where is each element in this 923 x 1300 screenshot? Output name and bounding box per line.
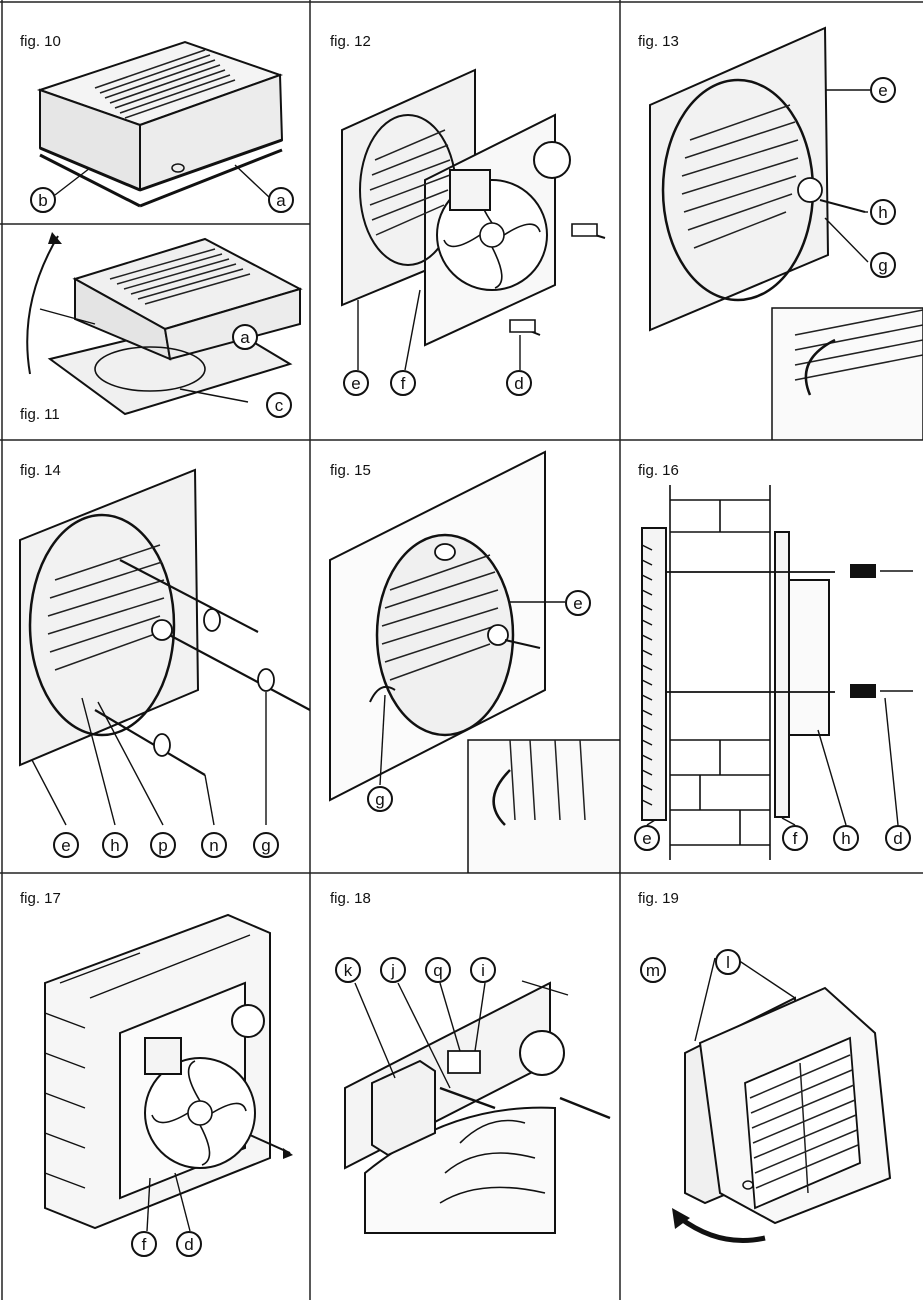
callout-a: a: [268, 187, 294, 213]
callout-m: m: [640, 957, 666, 983]
figure-14: fig. 14: [0, 440, 310, 873]
callout-d: d: [176, 1231, 202, 1257]
callout-d: d: [506, 370, 532, 396]
callout-b: b: [30, 187, 56, 213]
figure-15: fig. 15: [310, 440, 620, 873]
figure-title: fig. 13: [638, 33, 679, 50]
callout-e: e: [870, 77, 896, 103]
callout-e: e: [634, 825, 660, 851]
fan-in-wall-drawing: [0, 873, 293, 1300]
figure-18: fig. 18 k j: [310, 873, 620, 1300]
cover-closing-drawing: [672, 873, 923, 1300]
callout-e: e: [565, 590, 591, 616]
callout-d: d: [885, 825, 911, 851]
callout-e: e: [343, 370, 369, 396]
callout-h: h: [870, 199, 896, 225]
callout-e: e: [53, 832, 79, 858]
callout-a: a: [232, 324, 258, 350]
callout-p: p: [150, 832, 176, 858]
fan-housing-drawing: [0, 0, 310, 224]
callout-i: i: [470, 957, 496, 983]
callout-k: k: [335, 957, 361, 983]
grille-fixing-rods-drawing: [0, 440, 310, 873]
figure-16: fig. 16: [620, 440, 923, 873]
figure-title: fig. 15: [330, 462, 371, 479]
callout-n: n: [201, 832, 227, 858]
callout-g: g: [870, 252, 896, 278]
wall-section-drawing: [620, 440, 923, 873]
figure-title: fig. 10: [20, 33, 61, 50]
grille-ring-drawing: [620, 0, 923, 440]
callout-f: f: [390, 370, 416, 396]
figure-title: fig. 12: [330, 33, 371, 50]
figure-10: fig. 10: [0, 0, 310, 224]
callout-h: h: [833, 825, 859, 851]
figure-title: fig. 14: [20, 462, 61, 479]
electrical-connection-drawing: [310, 873, 620, 1300]
figure-title: fig. 19: [638, 890, 679, 907]
callout-h: h: [102, 832, 128, 858]
figure-title: fig. 11: [20, 406, 60, 423]
callout-f: f: [782, 825, 808, 851]
fan-disassembled-drawing: [310, 0, 620, 440]
callout-l: l: [715, 949, 741, 975]
figure-19: fig. 19 l: [620, 873, 923, 1300]
callout-j: j: [380, 957, 406, 983]
figure-13: fig. 13: [620, 0, 923, 440]
figure-12: fig. 12: [310, 0, 620, 440]
figure-11: a c fig. 11: [0, 224, 310, 440]
callout-q: q: [425, 957, 451, 983]
callout-f: f: [131, 1231, 157, 1257]
figure-17: fig. 17: [0, 873, 310, 1300]
callout-g: g: [253, 832, 279, 858]
grille-on-wall-drawing: [310, 440, 620, 873]
callout-g: g: [367, 786, 393, 812]
figure-title: fig. 17: [20, 890, 61, 907]
callout-c: c: [266, 392, 292, 418]
fan-hinged-open-drawing: [0, 232, 310, 440]
figure-title: fig. 18: [330, 890, 371, 907]
figure-title: fig. 16: [638, 462, 679, 479]
